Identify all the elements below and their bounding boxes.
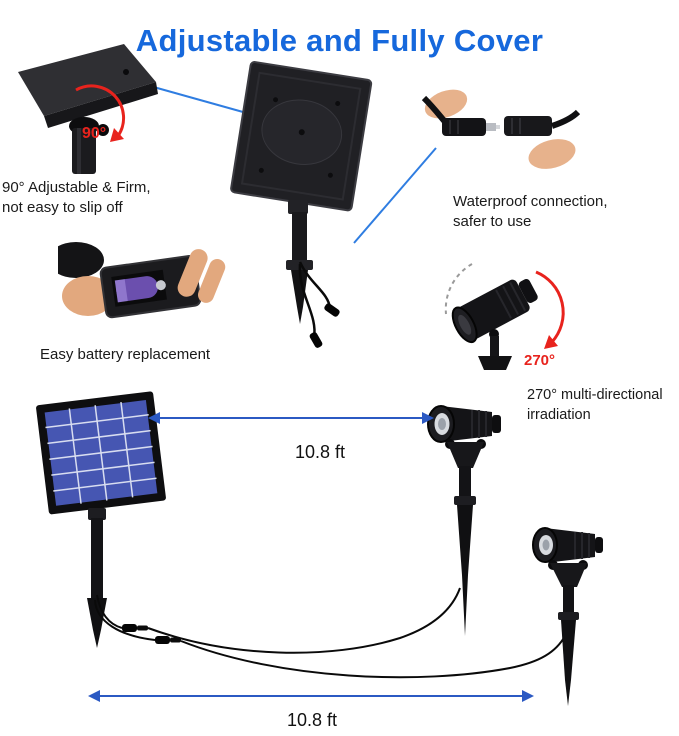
mount-pole (69, 117, 109, 174)
spotlight-head (451, 278, 538, 344)
ground-wires (94, 587, 566, 679)
dimension-arrow-panel-to-light: 10.8 ft (148, 412, 434, 462)
caption-irradiation: 270° multi-directional irradiation (527, 387, 663, 423)
solar-panel-front (36, 391, 166, 515)
wire-to-light-1 (96, 594, 123, 629)
caption-adjustable: 90° Adjustable & Firm, not easy to slip … (2, 179, 151, 217)
angle-90-arrow: 90° (75, 84, 126, 142)
angle-270-arrow: 270° (524, 270, 565, 369)
installed-kit-scene: 10.8 ft 10.8 ft (36, 391, 603, 730)
distance-label-bottom: 10.8 ft (287, 710, 337, 730)
panel-corner (18, 44, 158, 128)
solar-panel-back (230, 61, 373, 212)
page-title: Adjustable and Fully Cover (135, 22, 544, 58)
spotlight-1 (427, 405, 501, 636)
wire-to-light-2 (94, 599, 156, 641)
hand-right-fingers (177, 249, 226, 303)
angle-270-label: 270° (524, 352, 555, 369)
spotlight-2 (532, 527, 603, 706)
distance-label-top: 10.8 ft (295, 442, 345, 462)
figure-spotlight-270: 270° (444, 263, 565, 370)
battery-pack (99, 255, 202, 319)
sleeve (58, 242, 104, 278)
figure-solar-panel-back (230, 61, 373, 348)
spotlight-bracket (478, 329, 512, 370)
panel-wires (298, 261, 340, 348)
panel-front-stake (87, 508, 107, 648)
figure-battery-replacement (58, 242, 226, 319)
dimension-arrow-bottom: 10.8 ft (88, 690, 534, 730)
caption-waterproof: Waterproof connection, safer to use (453, 193, 608, 231)
angle-90-label: 90° (82, 125, 106, 142)
connector-pair (421, 95, 580, 136)
figure-waterproof-connectors (421, 89, 580, 169)
caption-battery: Easy battery replacement (40, 346, 211, 363)
figure-90-adjustable: 90° (18, 44, 158, 174)
hand-left (62, 276, 114, 316)
